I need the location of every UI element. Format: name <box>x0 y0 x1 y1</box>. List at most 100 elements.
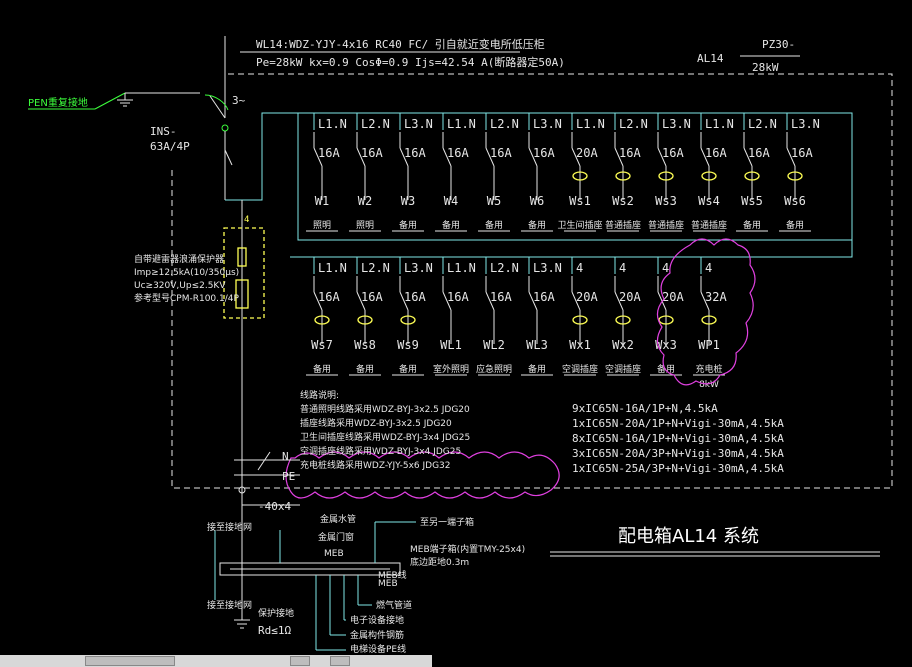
header-line2: Pe=28kW kx=0.9 CosΦ=0.9 Ijs=42.54 A(断路器定… <box>256 55 565 69</box>
breaker-blade <box>442 291 452 311</box>
diagram-title: 配电箱AL14 系统 <box>618 526 759 547</box>
breaker-blade <box>356 291 366 311</box>
breaker-blade <box>399 147 409 167</box>
row1-bus-return <box>297 113 852 241</box>
feeder-rating: 16A <box>318 290 340 304</box>
feeder-phase: L3.N <box>533 261 562 275</box>
rcd-symbol <box>314 315 330 325</box>
feeder-phase: L1.N <box>705 117 734 131</box>
feeder-rating: 16A <box>490 290 512 304</box>
breaker-blade <box>786 147 796 167</box>
breaker-blade <box>571 147 581 167</box>
breaker-blade <box>442 147 452 167</box>
label-h: MEB线 <box>378 569 407 581</box>
feeder-rating: 16A <box>662 146 684 160</box>
feeder-id: W2 <box>358 194 372 208</box>
feeder-rating: 16A <box>404 290 426 304</box>
feeder-id: Ws1 <box>569 194 591 208</box>
feeder-phase: L2.N <box>619 117 648 131</box>
feeder-use: 空调插座 <box>562 363 598 375</box>
rcd-symbol <box>658 171 674 181</box>
feeder-phase: L3.N <box>791 117 820 131</box>
feeder-id: Wx2 <box>612 338 634 352</box>
taskbar-button-2[interactable] <box>290 656 310 666</box>
feeder-row-2: L1.N16AWs7备用L2.N16AWs8备用L3.N16AWs9备用L1.N… <box>306 257 727 390</box>
feeder-use: 普通插座 <box>605 219 641 231</box>
feeder-id: Wx1 <box>569 338 591 352</box>
feeder-phase: 4 <box>576 261 583 275</box>
main-switch-blade <box>224 149 233 166</box>
spd-arrester <box>235 279 249 309</box>
feeder-rating: 16A <box>404 146 426 160</box>
meb-bottom-label: MEB <box>378 579 398 589</box>
breaker-blade <box>313 291 323 311</box>
breaker-blade <box>528 147 538 167</box>
breaker-blade <box>700 147 710 167</box>
box-model: PZ30- <box>762 38 795 51</box>
header-line1: WL14:WDZ-YJY-4x16 RC40 FC/ 引自就近变电所低压柜 <box>256 37 545 51</box>
pen-lead <box>94 92 126 110</box>
feeder-rating: 16A <box>619 146 641 160</box>
taskbar-button-1[interactable] <box>85 656 175 666</box>
feeder-use: 室外照明 <box>433 363 469 375</box>
feeder-phase: 4 <box>705 261 712 275</box>
n-switch <box>257 451 271 471</box>
breaker-blade <box>528 291 538 311</box>
spd-fuse <box>237 247 247 267</box>
breaker-blade <box>356 147 366 167</box>
feeder-id: Ws6 <box>784 194 806 208</box>
feeder-phase: L1.N <box>318 117 347 131</box>
rcd-symbol <box>744 171 760 181</box>
main-phase: 3~ <box>232 94 246 107</box>
feeder-phase: L1.N <box>447 261 476 275</box>
feeder-id: W3 <box>401 194 415 208</box>
earth-protect-label: 保护接地 <box>258 607 294 619</box>
pe-terminal <box>238 486 246 494</box>
feeder-rating: 16A <box>705 146 727 160</box>
feeder-rating: 16A <box>361 146 383 160</box>
notes-line-1: 插座线路采用WDZ-BYJ-3x2.5 JDG20 <box>300 417 452 429</box>
label-a: 接至接地网 <box>207 521 252 533</box>
label-j: 电子设备接地 <box>350 614 404 626</box>
rcd-symbol <box>572 315 588 325</box>
feeder-id: W5 <box>487 194 501 208</box>
feeder-use: 充电桩 <box>695 363 722 375</box>
feeder-phase: L3.N <box>662 117 691 131</box>
feeder-rating: 20A <box>662 290 684 304</box>
feeder-id: WP1 <box>698 338 720 352</box>
spd-line-2: Uc≥320V,Up≤2.5KV <box>134 281 226 291</box>
feeder-rating: 20A <box>576 290 598 304</box>
feeder-rating: 16A <box>447 290 469 304</box>
breaker-blade <box>657 147 667 167</box>
feeder-use: 普通插座 <box>648 219 684 231</box>
pe-size: -40x4 <box>258 500 291 513</box>
label-b: 接至接地网 <box>207 599 252 611</box>
breaker-blade <box>614 147 624 167</box>
feeder-id: Ws7 <box>311 338 333 352</box>
spd-line-3: 参考型号CPM-R100.1/4P <box>134 292 240 304</box>
feeder-use: 空调插座 <box>605 363 641 375</box>
n-label: N <box>282 450 289 463</box>
taskbar-button-3[interactable] <box>330 656 350 666</box>
notes-line-3: 空调插座线路采用WDZ-BYJ-3x4 JDG25 <box>300 445 461 457</box>
feeder-rating: 16A <box>318 146 340 160</box>
feeder-phase: L3.N <box>404 117 433 131</box>
feeder-rating: 16A <box>533 290 555 304</box>
earth-rd-label: Rd≤1Ω <box>258 624 291 637</box>
feeder-rating: 20A <box>576 146 598 160</box>
feeder-use: 备用 <box>313 363 331 375</box>
breaker-blade <box>313 147 323 167</box>
parts-line-0: 9xIC65N-16A/1P+N,4.5kA <box>572 402 718 415</box>
feeder-id: W6 <box>530 194 544 208</box>
spd-line-0: 自带避雷器浪涌保护器 <box>134 253 224 265</box>
